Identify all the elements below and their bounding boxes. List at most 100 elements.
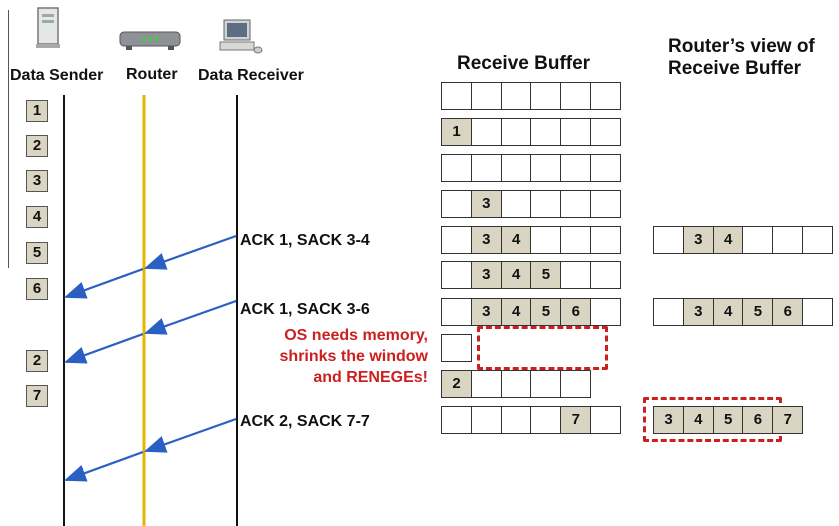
sent-packet-2-retransmit: 2	[26, 350, 48, 372]
router-view-cell	[653, 298, 684, 326]
buffer-cell	[441, 226, 472, 254]
router-view-cell: 6	[742, 406, 774, 434]
buffer-cell	[530, 82, 562, 110]
router-view-cell: 3	[653, 406, 684, 434]
buffer-cell: 5	[530, 298, 562, 326]
ack2-label: ACK 1, SACK 3-6	[240, 301, 370, 318]
receive-buffer-row-6: 3 4 5	[441, 261, 622, 289]
buffer-cell: 6	[560, 298, 592, 326]
buffer-cell	[441, 154, 472, 182]
receive-buffer-row-1	[441, 82, 622, 110]
buffer-cell: 4	[500, 226, 532, 254]
sent-packet-3: 3	[26, 170, 48, 192]
router-view-title-line1: Router’s view of	[668, 36, 815, 57]
reneg-note-line2: shrinks the window	[279, 348, 428, 365]
buffer-cell	[530, 154, 562, 182]
buffer-cell	[441, 298, 472, 326]
router-view-title-line2: Receive Buffer	[668, 58, 802, 79]
ack3-label: ACK 2, SACK 7-7	[240, 413, 370, 430]
buffer-cell: 7	[560, 406, 592, 434]
router-view-cell	[802, 298, 834, 326]
buffer-cell	[560, 190, 592, 218]
router-view-cell: 4	[682, 406, 714, 434]
buffer-cell	[441, 406, 472, 434]
receive-buffer-row-9: 2	[441, 370, 592, 398]
buffer-cell: 3	[470, 190, 502, 218]
buffer-cell	[500, 118, 532, 146]
router-view-cell	[802, 226, 834, 254]
receive-buffer-row-10: 7	[441, 406, 622, 434]
buffer-cell	[590, 82, 622, 110]
computer-icon	[218, 18, 266, 63]
buffer-cell: 3	[470, 298, 502, 326]
buffer-cell	[441, 82, 472, 110]
router-icon	[118, 26, 184, 59]
router-view-cell	[653, 226, 684, 254]
buffer-cell	[530, 370, 562, 398]
buffer-cell	[530, 190, 562, 218]
buffer-cell: 4	[500, 298, 532, 326]
receive-buffer-row-2: 1	[441, 118, 622, 146]
buffer-cell	[590, 226, 622, 254]
router-view-cell	[772, 226, 804, 254]
router-view-cell	[742, 226, 774, 254]
ack3-arrow-b	[63, 450, 144, 482]
ack2-arrow-b	[63, 332, 144, 364]
buffer-cell: 1	[441, 118, 472, 146]
sent-packet-6: 6	[26, 278, 48, 300]
buffer-cell	[530, 118, 562, 146]
buffer-cell	[560, 370, 592, 398]
router-view-row-2: 3 4 5 6	[653, 298, 834, 326]
reneg-note-line1: OS needs memory,	[284, 327, 428, 344]
sent-packet-4: 4	[26, 206, 48, 228]
buffer-cell	[590, 261, 622, 289]
router-view-cell: 5	[712, 406, 744, 434]
buffer-cell	[590, 406, 622, 434]
left-divider	[8, 10, 9, 268]
router-view-cell: 3	[682, 298, 714, 326]
buffer-cell: 4	[500, 261, 532, 289]
server-icon	[35, 6, 61, 55]
router-view-cell: 6	[772, 298, 804, 326]
buffer-cell	[530, 406, 562, 434]
buffer-cell	[560, 118, 592, 146]
buffer-cell: 5	[530, 261, 562, 289]
buffer-cell	[590, 190, 622, 218]
receive-buffer-row-5: 3 4	[441, 226, 622, 254]
router-view-cell: 4	[712, 226, 744, 254]
sent-packet-2: 2	[26, 135, 48, 157]
buffer-cell	[470, 82, 502, 110]
sent-packet-7: 7	[26, 385, 48, 407]
buffer-cell	[500, 82, 532, 110]
ack1-arrow-b	[63, 267, 144, 299]
buffer-cell	[590, 118, 622, 146]
ack1-arrow-a	[143, 234, 237, 270]
router-view-cell: 3	[682, 226, 714, 254]
buffer-cell	[470, 154, 502, 182]
buffer-cell: 2	[441, 370, 472, 398]
buffer-cell	[500, 370, 532, 398]
buffer-cell	[560, 154, 592, 182]
buffer-cell	[590, 298, 622, 326]
router-view-cell: 7	[772, 406, 804, 434]
ack1-label: ACK 1, SACK 3-4	[240, 232, 370, 249]
buffer-cell	[560, 226, 592, 254]
receive-buffer-title: Receive Buffer	[457, 53, 591, 74]
buffer-cell	[530, 226, 562, 254]
sent-packet-1: 1	[26, 100, 48, 122]
router-view-cell: 4	[712, 298, 744, 326]
buffer-cell	[560, 261, 592, 289]
buffer-cell: 3	[470, 261, 502, 289]
buffer-cell: 3	[470, 226, 502, 254]
reneg-note-line3: and RENEGEs!	[313, 369, 428, 386]
sender-header: Data Sender	[10, 67, 104, 84]
buffer-cell	[500, 154, 532, 182]
buffer-cell	[470, 370, 502, 398]
buffer-cell	[590, 154, 622, 182]
buffer-cell	[500, 406, 532, 434]
sent-packet-5: 5	[26, 242, 48, 264]
buffer-cell	[441, 334, 472, 362]
ack2-arrow-a	[143, 299, 237, 335]
reneged-window-marker	[477, 326, 608, 370]
